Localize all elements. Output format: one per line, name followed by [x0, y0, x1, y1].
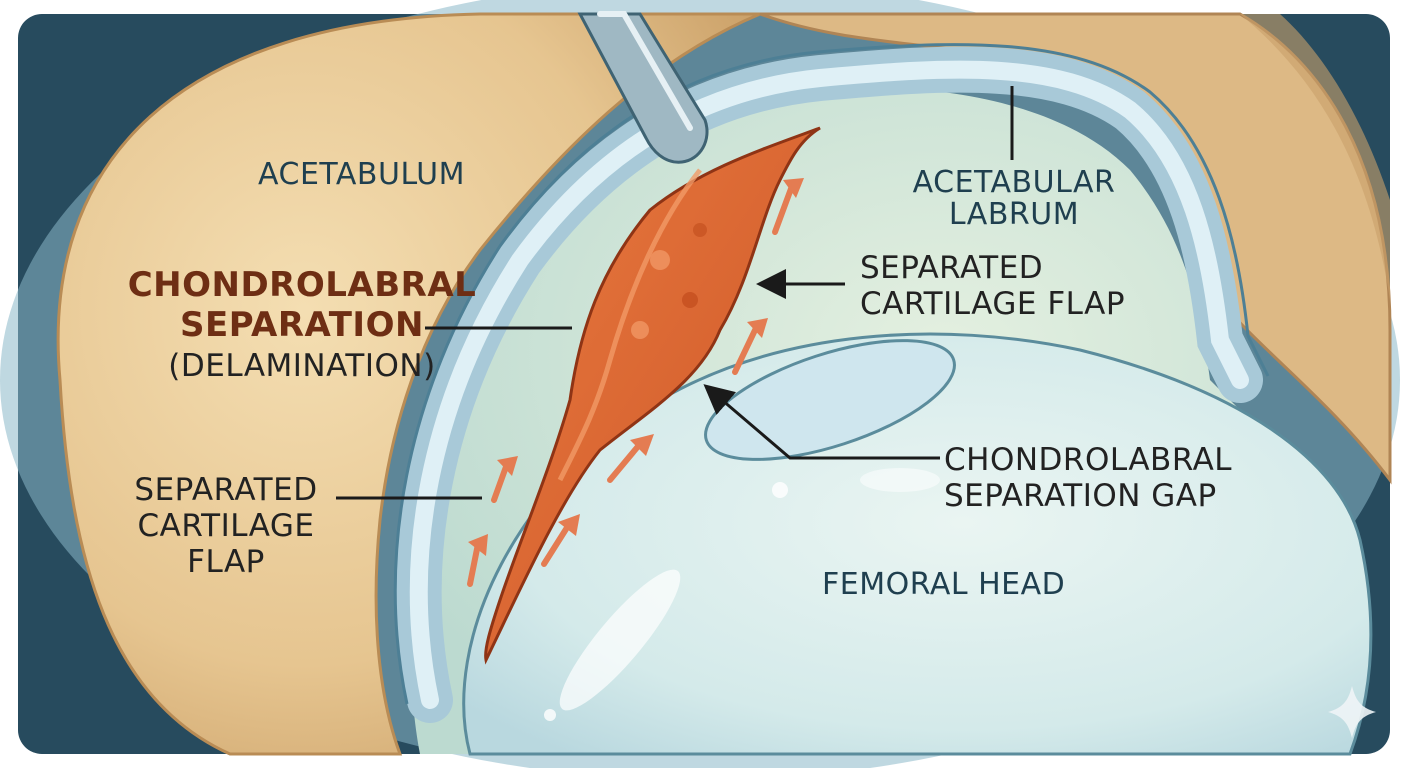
sparkle-icon — [1328, 686, 1376, 738]
acetabular-labrum-highlight — [409, 60, 1249, 709]
separation-direction-arrows — [467, 178, 804, 587]
label-chondrolabral-separation-line2: SEPARATION — [180, 305, 424, 345]
label-acetabular-labrum-line1: ACETABULAR — [913, 165, 1116, 200]
acetabular-labrum-outline — [393, 43, 1270, 705]
label-chondrolabral-gap-line2: SEPARATION GAP — [944, 478, 1217, 514]
leader-lines — [336, 86, 1014, 500]
separated-cartilage-flap — [484, 126, 821, 665]
label-acetabular-labrum-line2: LABRUM — [949, 197, 1079, 232]
label-acetabulum: ACETABULUM — [258, 157, 465, 192]
label-separated-flap-right-line2: CARTILAGE FLAP — [860, 286, 1125, 322]
label-chondrolabral-gap-line1: CHONDROLABRAL — [944, 442, 1232, 478]
label-chondrolabral-separation-line1: CHONDROLABRAL — [128, 265, 477, 305]
label-femoral-head: FEMORAL HEAD — [822, 567, 1065, 602]
label-separated-flap-left-line1: SEPARATED — [134, 472, 317, 508]
label-separated-flap-left-line3: FLAP — [187, 544, 265, 580]
acetabulum-bone — [56, 12, 761, 756]
femoral-head — [462, 332, 1373, 756]
pelvic-bone-inner-band — [1240, 14, 1390, 300]
arthroscopic-probe — [577, 11, 709, 164]
label-separated-flap-right-line1: SEPARATED — [860, 250, 1043, 286]
label-separated-flap-left-line2: CARTILAGE — [138, 508, 315, 544]
label-chondrolabral-separation-line3: (DELAMINATION) — [168, 348, 435, 384]
